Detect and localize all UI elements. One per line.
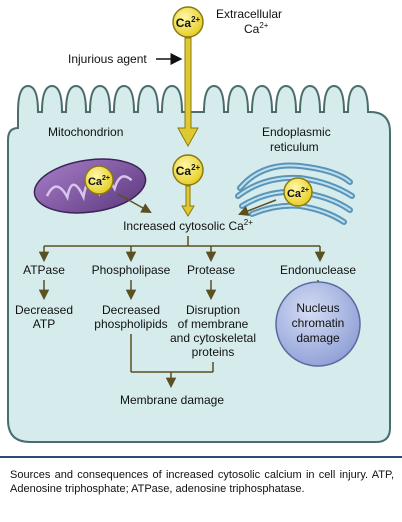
ca-superscript: 2+ bbox=[102, 175, 110, 182]
increased-cytosolic-label: Increased cytosolic Ca bbox=[123, 219, 244, 233]
membrane-damage-connectors bbox=[130, 334, 214, 389]
nucleus-line1: Nucleus bbox=[296, 301, 339, 315]
ca-text: Ca bbox=[88, 176, 103, 188]
extracellular-label-sup: 2+ bbox=[259, 21, 268, 30]
mitochondrion-label: Mitochondrion bbox=[48, 125, 123, 139]
injurious-agent-label: Injurious agent bbox=[68, 52, 147, 66]
mitochondrion: Ca2+ bbox=[33, 158, 147, 214]
decreased-phospholipids-line1: Decreased bbox=[102, 303, 160, 317]
decreased-atp-line2: ATP bbox=[33, 317, 55, 331]
disruption-line1: Disruption bbox=[186, 303, 240, 317]
decreased-atp-line1: Decreased bbox=[15, 303, 73, 317]
influx-arrow bbox=[177, 37, 199, 148]
enzyme-protease: Protease bbox=[187, 263, 235, 277]
svg-text:Ca2+: Ca2+ bbox=[176, 163, 201, 178]
extracellular-label-line1: Extracellular bbox=[216, 7, 282, 21]
cytosolic-ca-ion: Ca2+ bbox=[172, 154, 204, 186]
decreased-phospholipids-line2: phospholipids bbox=[94, 317, 167, 331]
increased-cytosolic-sup: 2+ bbox=[244, 218, 253, 227]
er-label-line1: Endoplasmic bbox=[262, 125, 331, 139]
nucleus-line3: damage bbox=[296, 331, 340, 345]
ca-text: Ca bbox=[176, 164, 192, 178]
enzyme-atpase: ATPase bbox=[23, 263, 65, 277]
ca-superscript: 2+ bbox=[191, 15, 200, 24]
svg-text:Ca2+: Ca2+ bbox=[176, 15, 201, 30]
extracellular-ca-ion: Ca2+ bbox=[172, 6, 204, 38]
branch-connectors bbox=[38, 236, 326, 263]
svg-text:Ca2+: Ca2+ bbox=[88, 175, 110, 188]
extracellular-label-ca: Ca bbox=[244, 22, 260, 36]
ca-superscript: 2+ bbox=[191, 163, 200, 172]
er-ca-ion: Ca2+ bbox=[283, 177, 313, 207]
cytosol-arrow bbox=[181, 185, 195, 217]
disruption-line4: proteins bbox=[192, 345, 235, 359]
caption-divider bbox=[0, 456, 402, 458]
nucleus: Nucleus chromatin damage bbox=[275, 281, 361, 367]
ca-text: Ca bbox=[176, 16, 192, 30]
er-label-line2: reticulum bbox=[270, 140, 319, 154]
svg-text:Increased cytosolic Ca2+: Increased cytosolic Ca2+ bbox=[123, 218, 253, 233]
svg-text:Ca2+: Ca2+ bbox=[244, 21, 269, 36]
enzyme-phospholipase: Phospholipase bbox=[92, 263, 171, 277]
ca-superscript: 2+ bbox=[301, 187, 309, 194]
figure-caption: Sources and consequences of increased cy… bbox=[10, 469, 394, 495]
nucleus-line2: chromatin bbox=[292, 316, 345, 330]
membrane-damage-label: Membrane damage bbox=[120, 393, 224, 407]
mito-release-arrow bbox=[117, 193, 152, 214]
er-release-arrow bbox=[238, 199, 277, 216]
disruption-line3: and cytoskeletal bbox=[170, 331, 256, 345]
disruption-line2: of membrane bbox=[178, 317, 249, 331]
svg-text:Ca2+: Ca2+ bbox=[287, 187, 309, 200]
ca-text: Ca bbox=[287, 188, 302, 200]
enzyme-endonuclease: Endonuclease bbox=[280, 263, 356, 277]
